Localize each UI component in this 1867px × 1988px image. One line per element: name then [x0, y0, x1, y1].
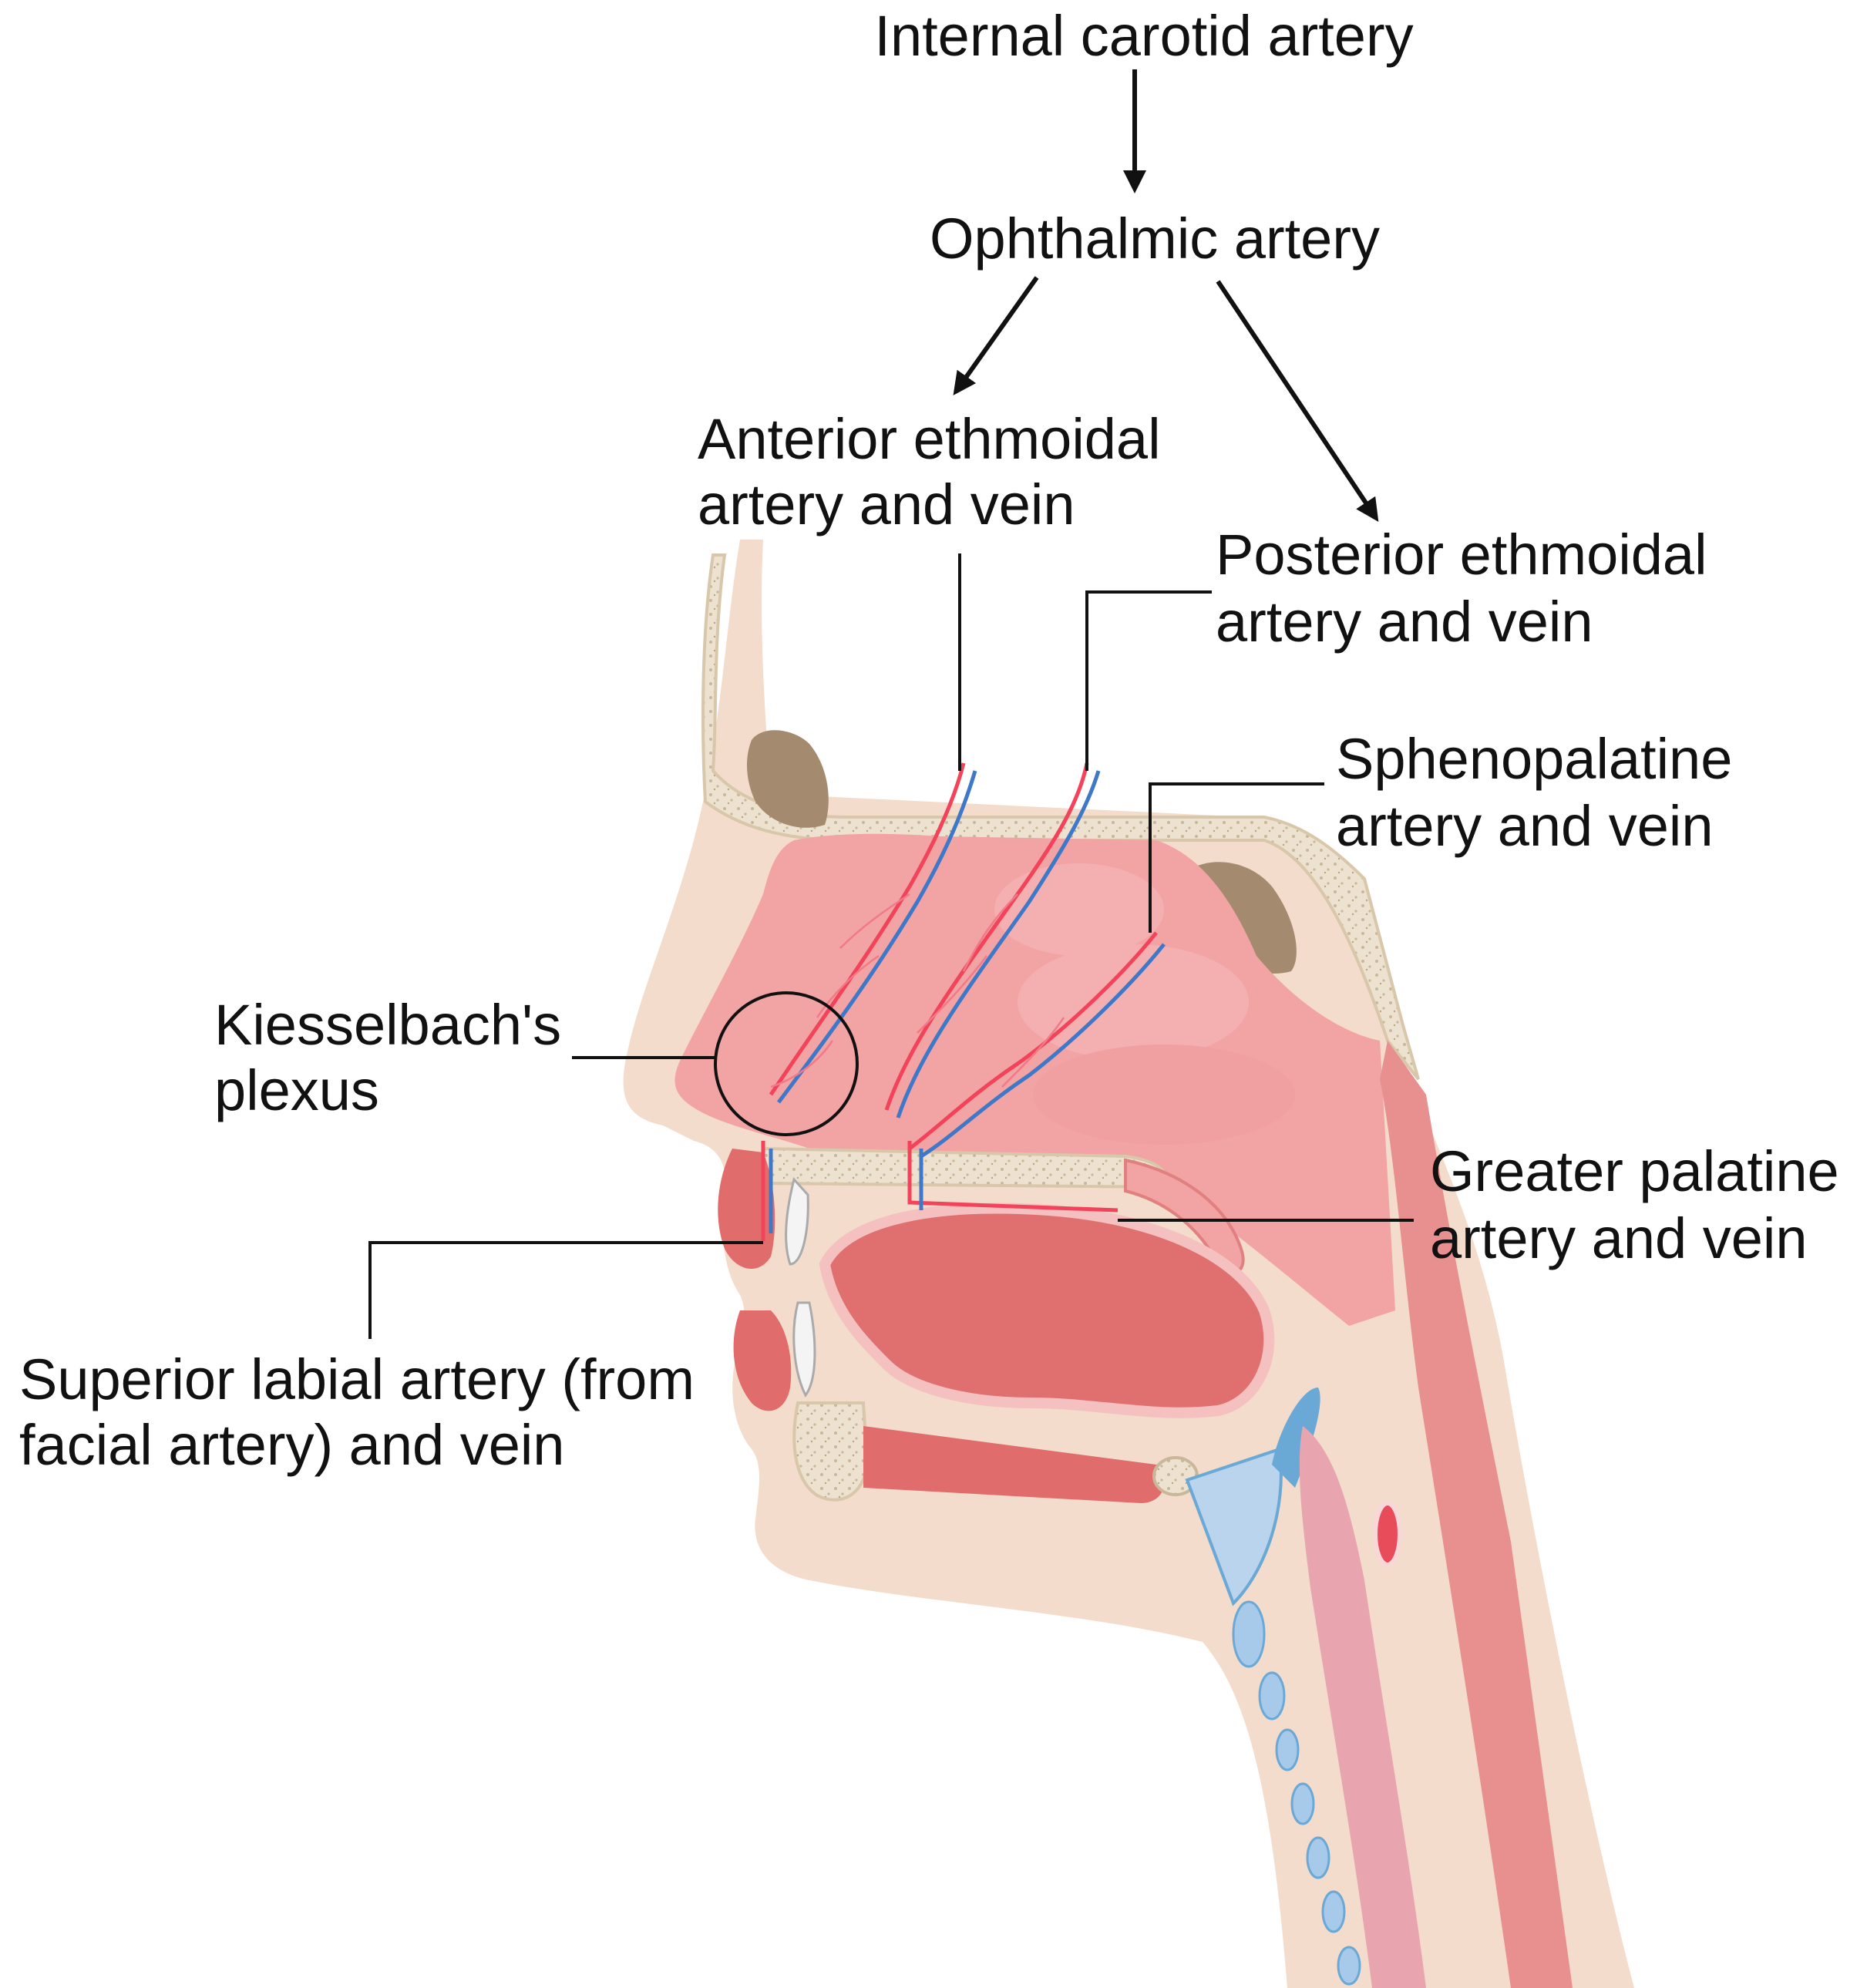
- label-sphenopalatine-line1: Sphenopalatine: [1336, 727, 1732, 791]
- leader-superior-labial: [368, 1241, 763, 1339]
- label-superior-labial-line1: Superior labial artery (from: [19, 1347, 695, 1411]
- label-kiesselbach-line2: plexus: [214, 1058, 379, 1122]
- kiesselbach-plexus-circle: [714, 991, 859, 1136]
- esophagus: [1299, 1426, 1426, 1988]
- tongue: [819, 1203, 1275, 1418]
- label-greater-palatine-line1: Greater palatine: [1430, 1139, 1839, 1203]
- lower-incisor: [792, 1301, 816, 1398]
- laryngeal-chain: [1232, 1600, 1361, 1986]
- epiglottis: [1272, 1388, 1320, 1488]
- head-section-illustration: [623, 540, 1635, 1988]
- veins: [769, 770, 1166, 1233]
- middle-turbinate: [1018, 944, 1249, 1060]
- upper-incisor: [785, 1176, 809, 1266]
- flow-arrows: [953, 69, 1379, 522]
- leader-lines: [368, 553, 1414, 1339]
- floor-of-mouth: [863, 1426, 1165, 1503]
- pharynx-wall: [1380, 1041, 1573, 1988]
- label-kiesselbach-line1: Kiesselbach's: [214, 993, 561, 1057]
- arrow-ophthalmic-to-posterior: [1216, 280, 1379, 522]
- superior-turbinate: [994, 863, 1164, 956]
- lower-lip: [733, 1310, 792, 1411]
- arteries: [761, 762, 1158, 1241]
- label-sphenopalatine-line2: artery and vein: [1336, 794, 1714, 858]
- frontal-bone: [701, 553, 1420, 1081]
- label-posterior-ethmoidal-line2: artery and vein: [1216, 590, 1593, 654]
- label-anterior-ethmoidal-line2: artery and vein: [698, 473, 1075, 537]
- arrow-ophthalmic-to-anterior: [953, 276, 1039, 395]
- label-greater-palatine-line2: artery and vein: [1430, 1206, 1808, 1270]
- mandible: [792, 1401, 870, 1502]
- labels: Internal carotid artery Ophthalmic arter…: [19, 4, 1839, 1477]
- label-posterior-ethmoidal-line1: Posterior ethmoidal: [1216, 523, 1707, 587]
- frontal-sinus: [746, 730, 829, 828]
- hard-palate: [762, 1146, 1168, 1189]
- label-anterior-ethmoidal-line1: Anterior ethmoidal: [698, 407, 1161, 471]
- label-ophthalmic-artery: Ophthalmic artery: [930, 207, 1380, 271]
- leader-posterior-ethmoidal: [1085, 590, 1212, 771]
- cervical-vessel: [1373, 1501, 1402, 1567]
- upper-lip: [718, 1149, 775, 1270]
- capillary-network: [770, 893, 1065, 1088]
- leader-sphenopalatine: [1149, 782, 1324, 933]
- nasal-cavity: [674, 833, 1395, 1326]
- label-internal-carotid-artery: Internal carotid artery: [874, 4, 1413, 68]
- inferior-turbinate: [1033, 1044, 1295, 1145]
- label-superior-labial-line2: facial artery) and vein: [19, 1413, 564, 1477]
